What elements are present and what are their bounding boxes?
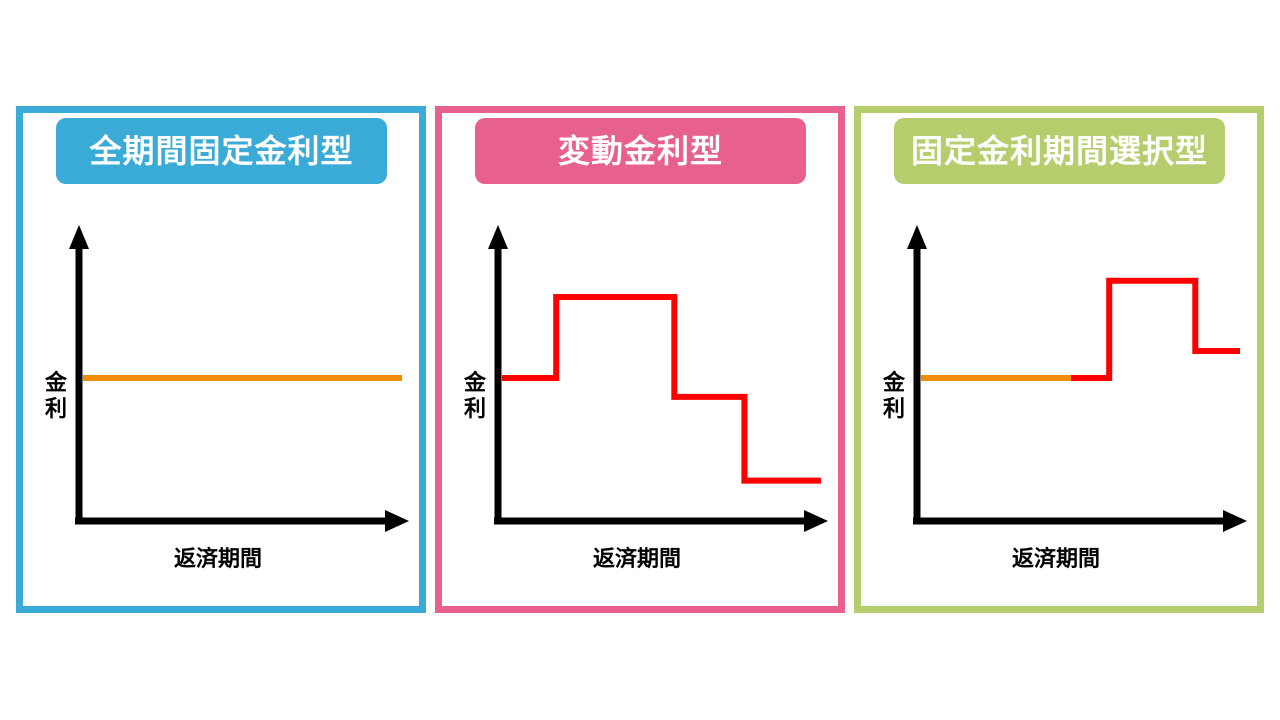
panel-title: 全期間固定金利型 xyxy=(56,118,387,184)
rate-line-segment-1 xyxy=(502,294,821,484)
panel-title: 変動金利型 xyxy=(475,118,806,184)
rate-line-segment-2 xyxy=(1070,277,1240,381)
y-axis-arrowhead xyxy=(488,225,508,249)
y-axis-label: 金利 xyxy=(463,371,486,422)
y-axis-label: 金利 xyxy=(882,371,905,422)
rate-graph xyxy=(69,225,409,532)
y-axis-label: 金利 xyxy=(44,371,67,422)
x-axis-arrowhead xyxy=(804,510,828,532)
rate-graph xyxy=(488,225,828,532)
panel-variable-rate: 変動金利型 金利 返済期間 xyxy=(435,106,845,613)
y-axis-arrowhead xyxy=(69,225,89,249)
x-axis-arrowhead xyxy=(385,510,409,532)
panel-fixed-period-selection: 固定金利期間選択型 金利 返済期間 xyxy=(854,106,1264,613)
rate-line-group xyxy=(921,277,1240,381)
rate-graph xyxy=(907,225,1247,532)
panel-title: 固定金利期間選択型 xyxy=(894,118,1225,184)
x-axis-arrowhead xyxy=(1223,510,1247,532)
panel-fixed-full-term: 全期間固定金利型 金利 返済期間 xyxy=(16,106,426,613)
x-axis-label: 返済期間 xyxy=(592,547,681,572)
rate-line-group xyxy=(502,294,821,484)
y-axis-arrowhead xyxy=(907,225,927,249)
x-axis-label: 返済期間 xyxy=(1011,547,1100,572)
x-axis-label: 返済期間 xyxy=(173,547,262,572)
